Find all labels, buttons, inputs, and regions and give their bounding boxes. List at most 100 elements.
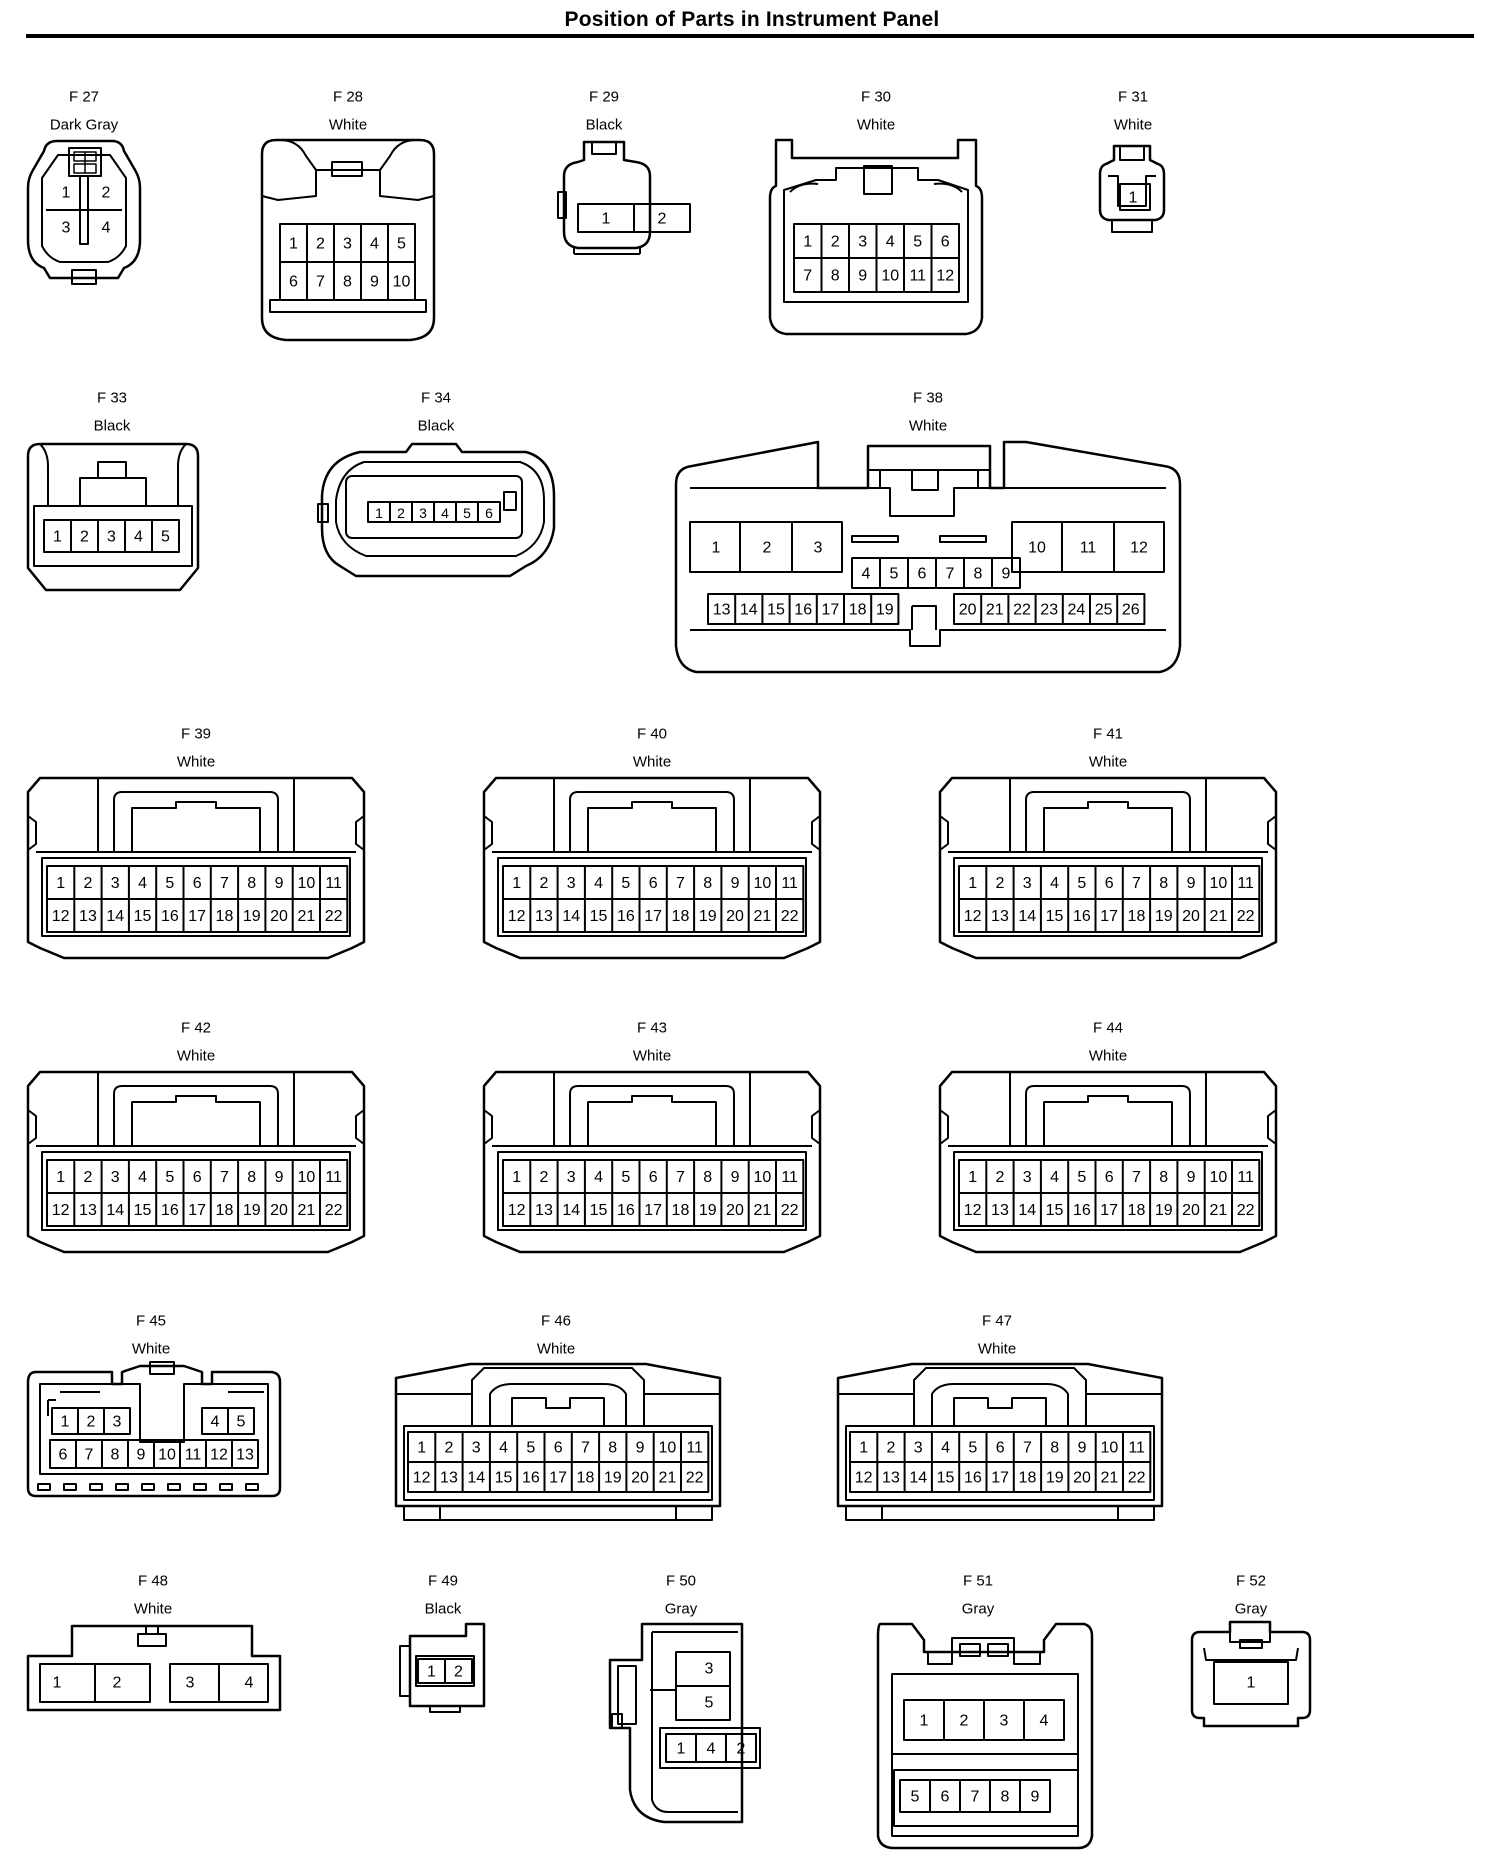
pin-label: 22 xyxy=(1013,602,1031,619)
connector-color: White xyxy=(1089,1048,1127,1065)
connector-code: F 28 xyxy=(333,89,363,106)
pin-label: 3 xyxy=(1023,1169,1032,1186)
connector-code: F 38 xyxy=(913,390,943,407)
pin-label: 5 xyxy=(911,1789,920,1806)
pin-label: 8 xyxy=(608,1440,617,1457)
pin-label: 4 xyxy=(594,875,603,892)
pin-label: 1 xyxy=(289,236,298,253)
pin-label: 1 xyxy=(859,1440,868,1457)
connector-color: Black xyxy=(586,117,623,134)
pin-label: 20 xyxy=(1073,1470,1091,1487)
connector-color: White xyxy=(177,1048,215,1065)
pin-label: 1 xyxy=(512,1169,521,1186)
pin-label: 8 xyxy=(1001,1789,1010,1806)
connector-color: Black xyxy=(94,418,131,435)
pin-label: 3 xyxy=(858,234,867,251)
pin-label: 14 xyxy=(562,908,580,925)
pin-label: 11 xyxy=(1237,1169,1254,1186)
pin-label: 13 xyxy=(713,602,731,619)
pin-label: 22 xyxy=(781,1202,799,1219)
pin-label: 17 xyxy=(822,602,840,619)
pin-label: 7 xyxy=(676,1169,685,1186)
pin-label: 1 xyxy=(1247,1675,1256,1692)
pin-label: 4 xyxy=(211,1414,220,1431)
pin-label: 5 xyxy=(237,1414,246,1431)
pin-label: 17 xyxy=(644,1202,662,1219)
pin-label: 2 xyxy=(539,875,548,892)
pin-label: 20 xyxy=(270,908,288,925)
pin-label: 11 xyxy=(909,268,926,285)
connector-code: F 29 xyxy=(589,89,619,106)
pin-label: 7 xyxy=(581,1440,590,1457)
pin-label: 1 xyxy=(375,505,383,521)
pin-label: 12 xyxy=(413,1470,431,1487)
pin-label: 4 xyxy=(441,505,449,521)
pin-label: 4 xyxy=(134,529,143,546)
pin-label: 1 xyxy=(56,875,65,892)
pin-label: 18 xyxy=(577,1470,595,1487)
connector-color: White xyxy=(132,1341,170,1358)
pin-label: 2 xyxy=(995,875,1004,892)
connector-color: Gray xyxy=(962,1601,995,1618)
pin-label: 17 xyxy=(1100,908,1118,925)
pin-label: 16 xyxy=(617,1202,635,1219)
pin-label: 16 xyxy=(1073,908,1091,925)
pin-label: 10 xyxy=(753,875,771,892)
pin-label: 13 xyxy=(991,908,1009,925)
pin-label: 19 xyxy=(1155,908,1173,925)
connector-code: F 39 xyxy=(181,726,211,743)
pin-label: 5 xyxy=(463,505,471,521)
pin-label: 2 xyxy=(87,1414,96,1431)
pin-label: 20 xyxy=(959,602,977,619)
pin-label: 12 xyxy=(964,1202,982,1219)
pin-label: 2 xyxy=(831,234,840,251)
pin-label: 3 xyxy=(113,1414,122,1431)
pin-label: 21 xyxy=(297,908,315,925)
pin-label: 21 xyxy=(658,1470,676,1487)
pin-label: 7 xyxy=(220,1169,229,1186)
pin-label: 6 xyxy=(289,274,298,291)
connector-color: White xyxy=(633,754,671,771)
pin-label: 14 xyxy=(1018,908,1036,925)
pin-label: 11 xyxy=(781,1169,798,1186)
pin-label: 8 xyxy=(703,1169,712,1186)
pin-label: 18 xyxy=(1128,908,1146,925)
pin-label: 2 xyxy=(539,1169,548,1186)
pin-label: 2 xyxy=(83,1169,92,1186)
pin-label: 6 xyxy=(941,234,950,251)
pin-label: 15 xyxy=(937,1470,955,1487)
connector-color: Gray xyxy=(1235,1601,1268,1618)
pin-label: 12 xyxy=(964,908,982,925)
pin-label: 16 xyxy=(161,908,179,925)
pin-label: 18 xyxy=(216,1202,234,1219)
pin-label: 16 xyxy=(522,1470,540,1487)
pin-label: 1 xyxy=(602,211,611,228)
pin-label: 3 xyxy=(111,1169,120,1186)
pin-label: 10 xyxy=(1028,540,1046,557)
connector-code: F 40 xyxy=(637,726,667,743)
pin-label: 19 xyxy=(604,1470,622,1487)
pin-label: 4 xyxy=(862,566,871,583)
pin-label: 2 xyxy=(316,236,325,253)
pin-label: 8 xyxy=(247,875,256,892)
pin-label: 16 xyxy=(617,908,635,925)
pin-label: 21 xyxy=(986,602,1004,619)
pin-label: 2 xyxy=(737,1741,746,1758)
pin-label: 2 xyxy=(397,505,405,521)
pin-label: 20 xyxy=(1182,908,1200,925)
pin-label: 3 xyxy=(419,505,427,521)
pin-label: 23 xyxy=(1040,602,1058,619)
pin-label: 6 xyxy=(649,875,658,892)
